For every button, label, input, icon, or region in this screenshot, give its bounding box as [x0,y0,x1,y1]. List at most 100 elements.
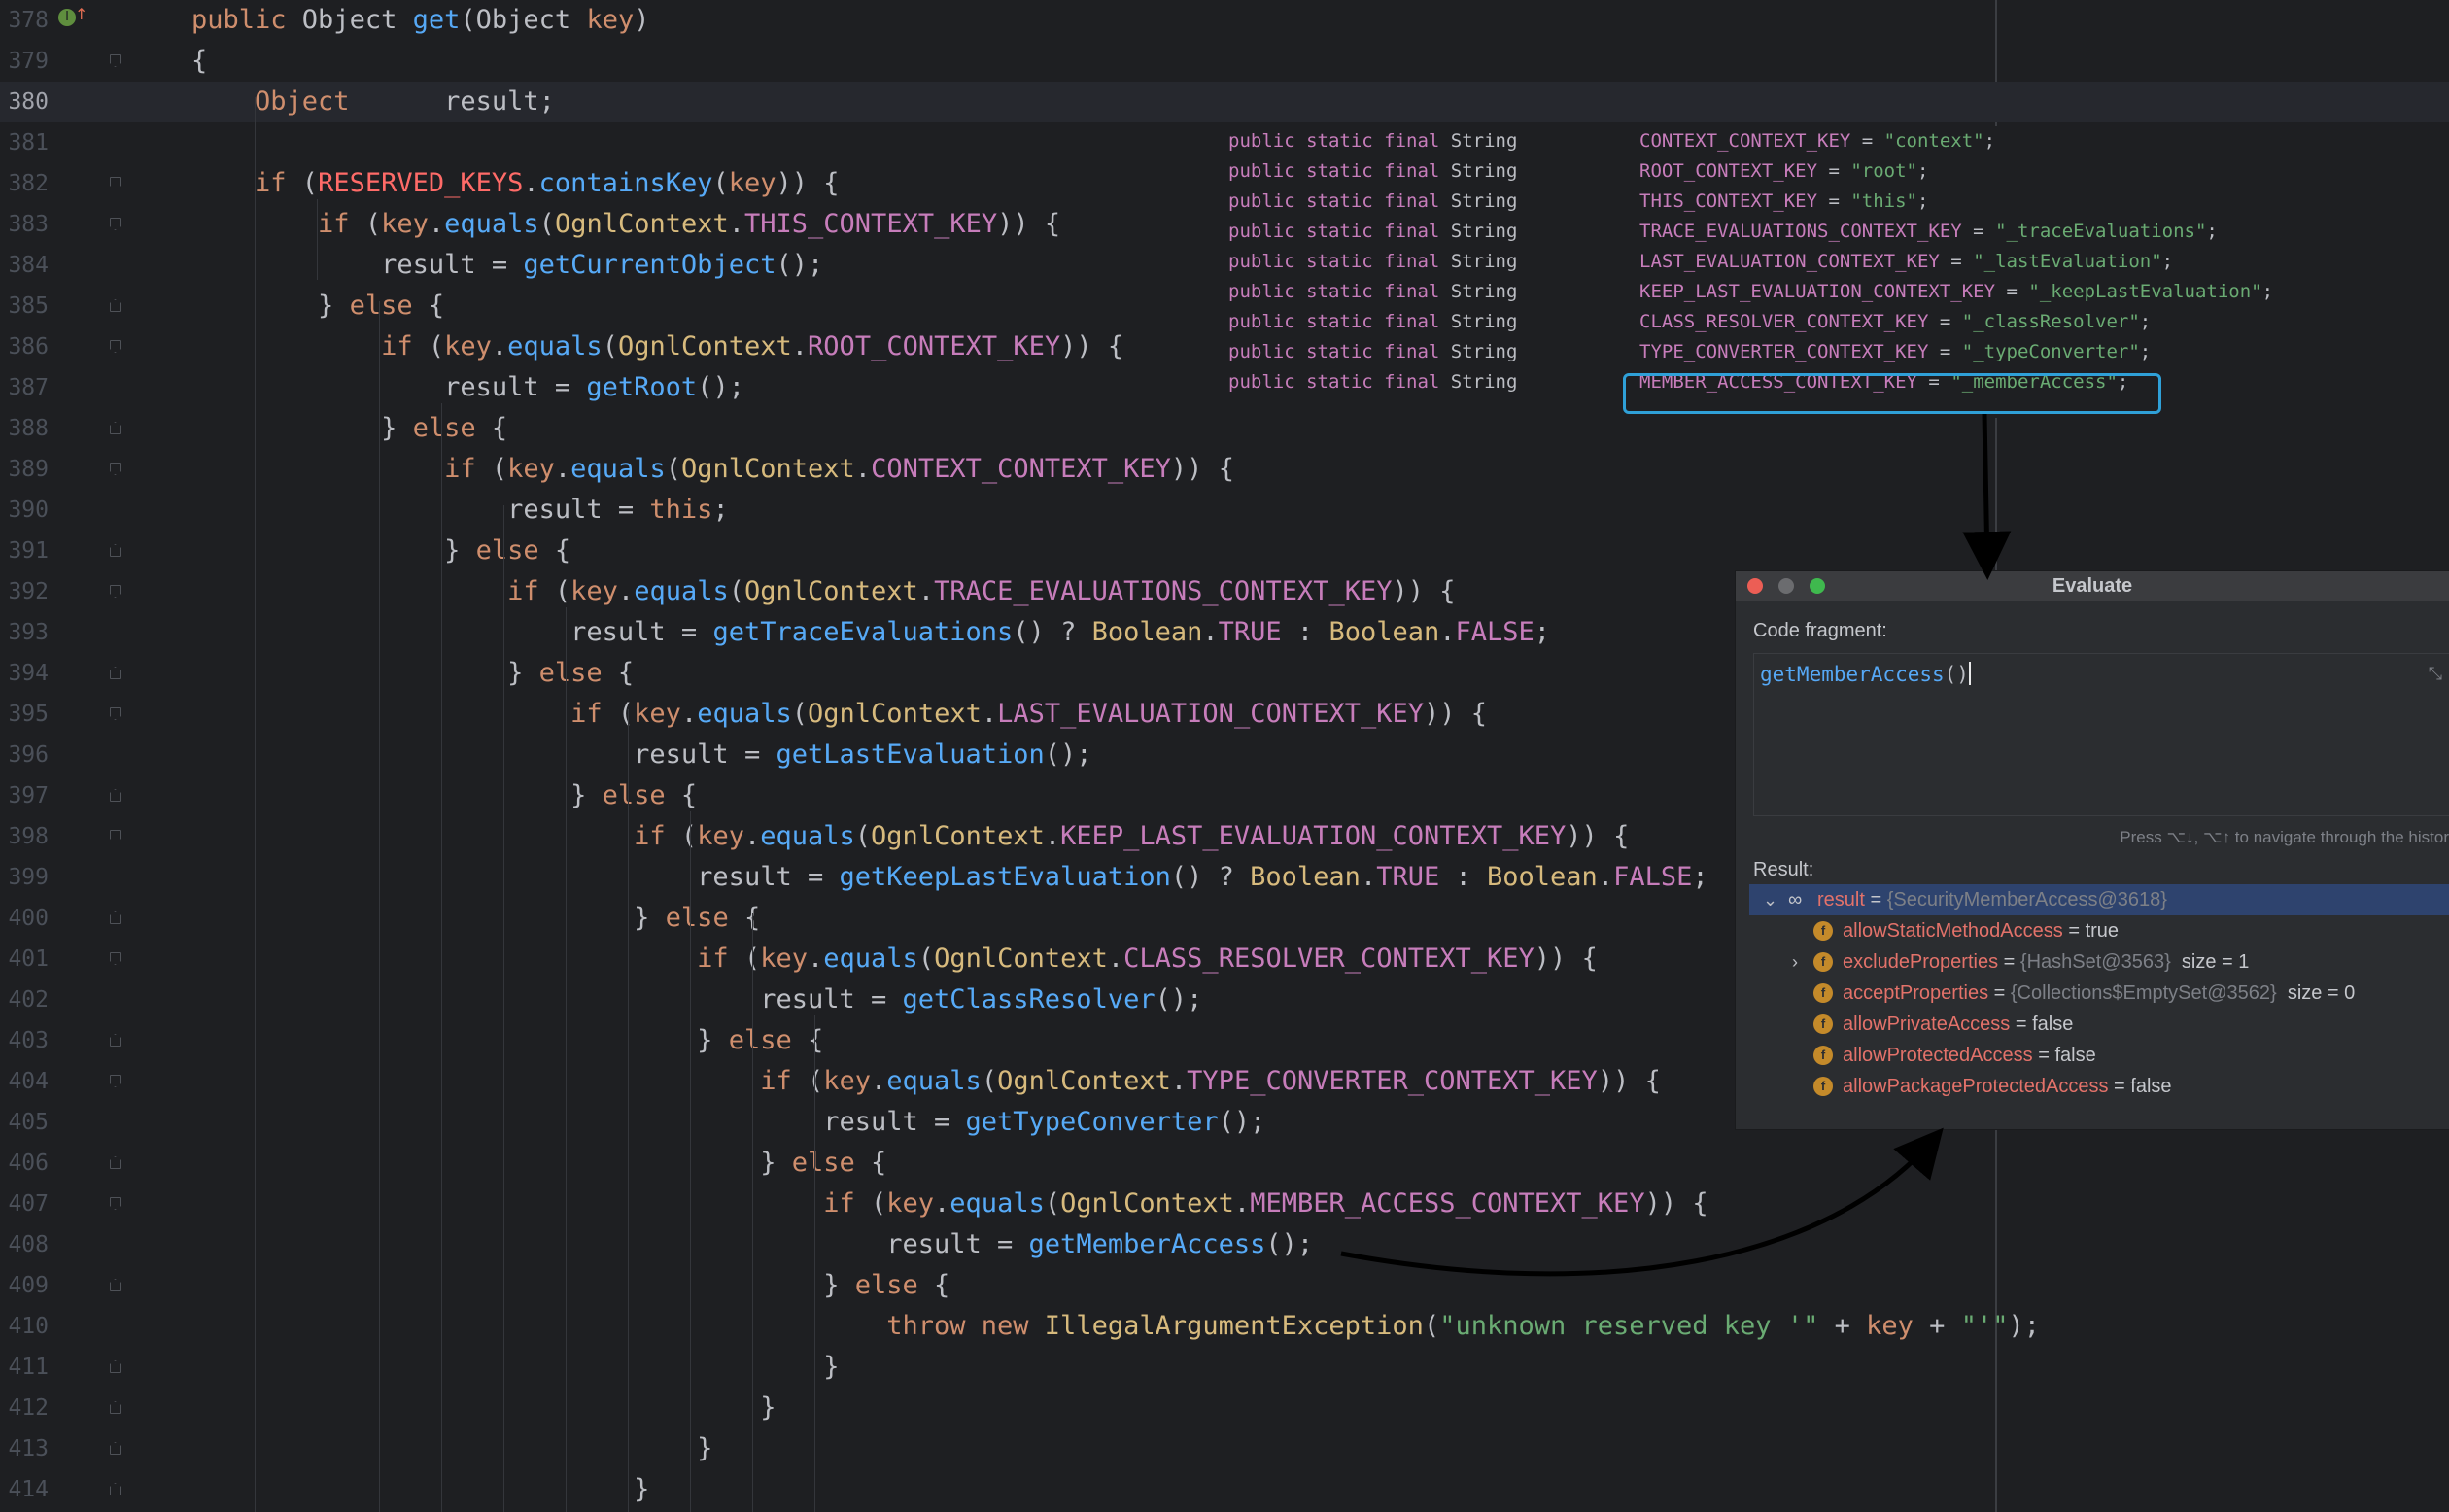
fold-marker-icon[interactable] [110,1034,121,1047]
fold-marker-icon[interactable] [110,952,121,965]
code-line[interactable]: 388 } else { [0,408,2449,449]
dialog-title-bar[interactable]: Evaluate [1736,571,2449,601]
code-line[interactable]: 394 } else { [0,653,2449,694]
line-number[interactable]: 397 [8,783,49,808]
line-number[interactable]: 394 [8,661,49,686]
code-line[interactable]: 391 } else { [0,531,2449,571]
line-number[interactable]: 404 [8,1069,49,1094]
line-number[interactable]: 390 [8,498,49,523]
line-number[interactable]: 380 [8,89,49,115]
code-line[interactable]: 382 if (RESERVED_KEYS.containsKey(key)) … [0,163,2449,204]
fold-marker-icon[interactable] [110,1075,121,1087]
line-number[interactable]: 396 [8,742,49,768]
code-line[interactable]: 395 if (key.equals(OgnlContext.LAST_EVAL… [0,694,2449,735]
minimize-window-button[interactable] [1778,578,1794,594]
chevron-down-icon[interactable]: ⌄ [1763,890,1778,910]
fold-marker-icon[interactable] [110,340,121,353]
line-number[interactable]: 385 [8,293,49,319]
fold-marker-icon[interactable] [110,1197,121,1210]
maximize-window-button[interactable] [1810,578,1825,594]
line-number[interactable]: 409 [8,1273,49,1298]
fold-marker-icon[interactable] [110,1442,121,1455]
fold-marker-icon[interactable] [110,1360,121,1373]
result-root-row[interactable]: ⌄ ∞ result = {SecurityMemberAccess@3618} [1749,884,2449,915]
line-number[interactable]: 412 [8,1395,49,1421]
line-number[interactable]: 392 [8,579,49,604]
line-number[interactable]: 382 [8,171,49,196]
line-number[interactable]: 398 [8,824,49,849]
code-line[interactable]: 413 } [0,1428,2449,1469]
line-number[interactable]: 386 [8,334,49,360]
line-number[interactable]: 391 [8,538,49,564]
fold-marker-icon[interactable] [110,422,121,434]
line-number[interactable]: 384 [8,253,49,278]
code-line[interactable]: 389 if (key.equals(OgnlContext.CONTEXT_C… [0,449,2449,490]
code-line[interactable]: 398 if (key.equals(OgnlContext.KEEP_LAST… [0,816,2449,857]
code-line[interactable]: 405 result = getTypeConverter(); [0,1102,2449,1143]
override-arrow-icon[interactable]: ↑ [75,5,88,23]
fold-marker-icon[interactable] [110,299,121,312]
code-line[interactable]: 406 } else { [0,1143,2449,1184]
line-number[interactable]: 395 [8,702,49,727]
code-line[interactable]: 387 result = getRoot(); [0,367,2449,408]
code-line[interactable]: 385 } else { [0,286,2449,326]
code-line[interactable]: 399 result = getKeepLastEvaluation() ? B… [0,857,2449,898]
line-number[interactable]: 379 [8,49,49,74]
line-number[interactable]: 401 [8,946,49,972]
fold-marker-icon[interactable] [110,789,121,802]
fold-marker-icon[interactable] [110,463,121,475]
chevron-right-icon[interactable]: › [1792,952,1798,972]
code-line[interactable]: 386 if (key.equals(OgnlContext.ROOT_CONT… [0,326,2449,367]
line-number[interactable]: 411 [8,1355,49,1380]
line-number[interactable]: 405 [8,1110,49,1135]
code-line[interactable]: 384 result = getCurrentObject(); [0,245,2449,286]
code-line[interactable]: 404 if (key.equals(OgnlContext.TYPE_CONV… [0,1061,2449,1102]
line-number[interactable]: 378 [8,8,49,33]
fold-marker-icon[interactable] [110,177,121,189]
fold-marker-icon[interactable] [110,667,121,679]
line-number[interactable]: 410 [8,1314,49,1339]
code-line[interactable]: 402 result = getClassResolver(); [0,979,2449,1020]
fold-marker-icon[interactable] [110,830,121,842]
code-line[interactable]: 379{ [0,41,2449,82]
line-number[interactable]: 387 [8,375,49,400]
fold-marker-icon[interactable] [110,585,121,598]
line-number[interactable]: 406 [8,1151,49,1176]
line-number[interactable]: 402 [8,987,49,1013]
line-number[interactable]: 389 [8,457,49,482]
evaluate-dialog[interactable]: Evaluate Code fragment: getMemberAccess(… [1736,571,2449,1129]
line-number[interactable]: 383 [8,212,49,237]
code-line[interactable]: 410 throw new IllegalArgumentException("… [0,1306,2449,1347]
fold-marker-icon[interactable] [110,218,121,230]
line-number[interactable]: 388 [8,416,49,441]
code-line[interactable]: 383 if (key.equals(OgnlContext.THIS_CONT… [0,204,2449,245]
line-number[interactable]: 399 [8,865,49,890]
fold-marker-icon[interactable] [110,1483,121,1495]
code-line[interactable]: 407 if (key.equals(OgnlContext.MEMBER_AC… [0,1184,2449,1224]
code-line[interactable]: 412 } [0,1388,2449,1428]
line-number[interactable]: 400 [8,906,49,931]
code-fragment-input[interactable]: getMemberAccess() ⤡ [1753,653,2449,816]
line-number[interactable]: 381 [8,130,49,155]
line-number[interactable]: 393 [8,620,49,645]
fold-marker-icon[interactable] [110,707,121,720]
code-line[interactable]: 380 Object result; [0,82,2449,122]
implementation-gutter-icon[interactable]: I [58,9,76,26]
code-line[interactable]: 397 } else { [0,775,2449,816]
code-line[interactable]: 396 result = getLastEvaluation(); [0,735,2449,775]
line-number[interactable]: 413 [8,1436,49,1461]
fold-marker-icon[interactable] [110,1156,121,1169]
line-number[interactable]: 407 [8,1191,49,1217]
fold-marker-icon[interactable] [110,1401,121,1414]
fold-marker-icon[interactable] [110,544,121,557]
code-line[interactable]: 381 [0,122,2449,163]
line-number[interactable]: 414 [8,1477,49,1502]
fold-marker-icon[interactable] [110,54,121,67]
fold-marker-icon[interactable] [110,911,121,924]
code-line[interactable]: 400 } else { [0,898,2449,939]
code-line[interactable]: 408 result = getMemberAccess(); [0,1224,2449,1265]
line-number[interactable]: 403 [8,1028,49,1053]
code-line[interactable]: 411 } [0,1347,2449,1388]
collapse-editor-icon[interactable]: ⤡ [2428,664,2442,683]
